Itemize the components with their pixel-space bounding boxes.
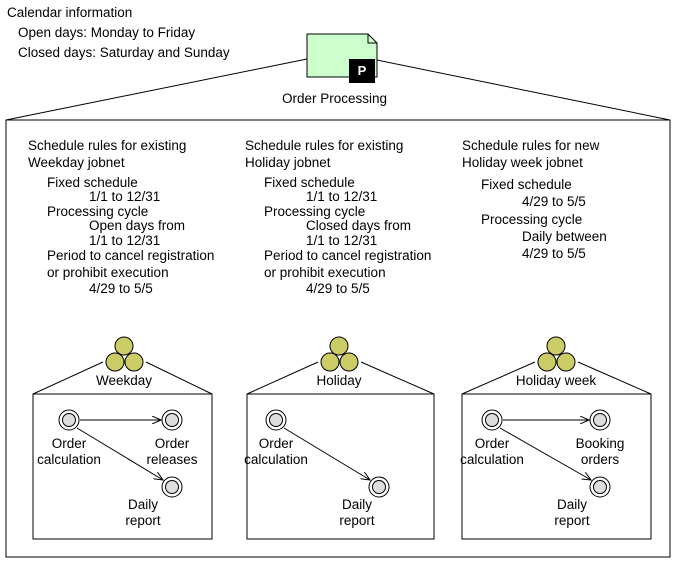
- rule-title-1a: Schedule rules for existing: [28, 138, 187, 153]
- rule-title-3a: Schedule rules for new: [462, 138, 600, 153]
- job-label-booking-orders-b: orders: [580, 452, 620, 467]
- fixed-range-3: 4/29 to 5/5: [522, 194, 586, 209]
- cycle-line2-2: 1/1 to 12/31: [306, 233, 378, 248]
- job-icon-daily-report-1: [161, 476, 183, 498]
- job-icon-order-releases: [161, 409, 183, 431]
- period-line2-1: or prohibit execution: [47, 265, 169, 280]
- period-range-2: 4/29 to 5/5: [306, 281, 370, 296]
- arrow-calc-to-daily-2: [283, 427, 370, 480]
- arrow-calc-to-daily-3: [499, 427, 591, 480]
- root-jobnet-frame: [5, 119, 671, 558]
- root-jobnet-label: Order Processing: [282, 91, 388, 106]
- job-icon-booking-orders: [589, 409, 611, 431]
- fixed-schedule-label-2: Fixed schedule: [264, 175, 355, 190]
- jobnet-icon-weekday: [105, 336, 144, 372]
- arrow-calc-to-daily-1: [76, 427, 163, 480]
- job-label-order-calculation-3a: Order: [474, 436, 510, 451]
- job-label-order-releases-a: Order: [154, 436, 190, 451]
- calendar-open-days: Open days: Monday to Friday: [18, 25, 196, 40]
- jobnet-frame-holiday: [246, 393, 435, 540]
- job-icon-order-calculation-2: [265, 409, 287, 431]
- job-icon-order-calculation-3: [481, 409, 503, 431]
- job-label-order-calculation-1a: Order: [51, 436, 87, 451]
- processing-cycle-label-2: Processing cycle: [264, 204, 366, 219]
- jobnet-frame-holiday-week: [461, 393, 652, 540]
- fixed-schedule-label-3: Fixed schedule: [481, 177, 572, 192]
- rule-title-3b: Holiday week jobnet: [462, 155, 583, 170]
- period-line2-2: or prohibit execution: [264, 265, 386, 280]
- fixed-range-1: 1/1 to 12/31: [89, 189, 161, 204]
- root-expansion-left-line: [5, 58, 308, 121]
- job-label-daily-report-3a: Daily: [556, 497, 587, 512]
- job-icon-order-calculation-1: [58, 409, 80, 431]
- job-label-daily-report-2b: report: [339, 513, 375, 528]
- job-label-order-calculation-2a: Order: [258, 436, 294, 451]
- period-line1-2: Period to cancel registration: [264, 248, 432, 263]
- job-label-order-calculation-1b: calculation: [37, 452, 101, 467]
- jobnet-label-holiday: Holiday: [316, 373, 362, 388]
- calendar-heading: Calendar information: [7, 5, 133, 20]
- cycle-line2-1: 1/1 to 12/31: [89, 233, 161, 248]
- job-label-order-calculation-2b: calculation: [244, 452, 308, 467]
- job-label-booking-orders-a: Booking: [575, 436, 625, 451]
- processing-cycle-label-1: Processing cycle: [47, 204, 149, 219]
- job-label-daily-report-2a: Daily: [341, 497, 372, 512]
- period-line1-1: Period to cancel registration: [47, 248, 215, 263]
- root-expansion-right-line: [371, 58, 671, 121]
- jobnet-icon-holiday: [320, 336, 359, 372]
- fixed-schedule-label-1: Fixed schedule: [47, 175, 138, 190]
- cycle-line1-2: Closed days from: [306, 218, 412, 233]
- job-label-order-calculation-3b: calculation: [460, 452, 524, 467]
- jobnet-icon-holiday-week: [537, 336, 576, 372]
- cycle-line2-3: 4/29 to 5/5: [522, 246, 586, 261]
- fixed-range-2: 1/1 to 12/31: [306, 189, 378, 204]
- processing-cycle-label-3: Processing cycle: [481, 212, 583, 227]
- job-label-daily-report-3b: report: [554, 513, 590, 528]
- job-icon-daily-report-3: [589, 476, 611, 498]
- calendar-closed-days: Closed days: Saturday and Sunday: [18, 45, 230, 60]
- cycle-line1-1: Open days from: [89, 218, 186, 233]
- root-jobnet-icon: [306, 33, 378, 83]
- rule-title-2b: Holiday jobnet: [245, 155, 331, 170]
- rule-title-2a: Schedule rules for existing: [245, 138, 404, 153]
- rule-title-1b: Weekday jobnet: [28, 155, 125, 170]
- root-jobnet-icon-letter: P: [357, 63, 367, 78]
- jobnet-label-holiday-week: Holiday week: [515, 373, 597, 388]
- period-range-1: 4/29 to 5/5: [89, 281, 153, 296]
- jobnet-frame-weekday: [32, 393, 213, 540]
- cycle-line1-3: Daily between: [522, 229, 607, 244]
- job-label-daily-report-1a: Daily: [127, 497, 158, 512]
- job-label-daily-report-1b: report: [125, 513, 161, 528]
- job-label-order-releases-b: releases: [146, 452, 198, 467]
- jobnet-label-weekday: Weekday: [95, 373, 153, 388]
- job-icon-daily-report-2: [368, 476, 390, 498]
